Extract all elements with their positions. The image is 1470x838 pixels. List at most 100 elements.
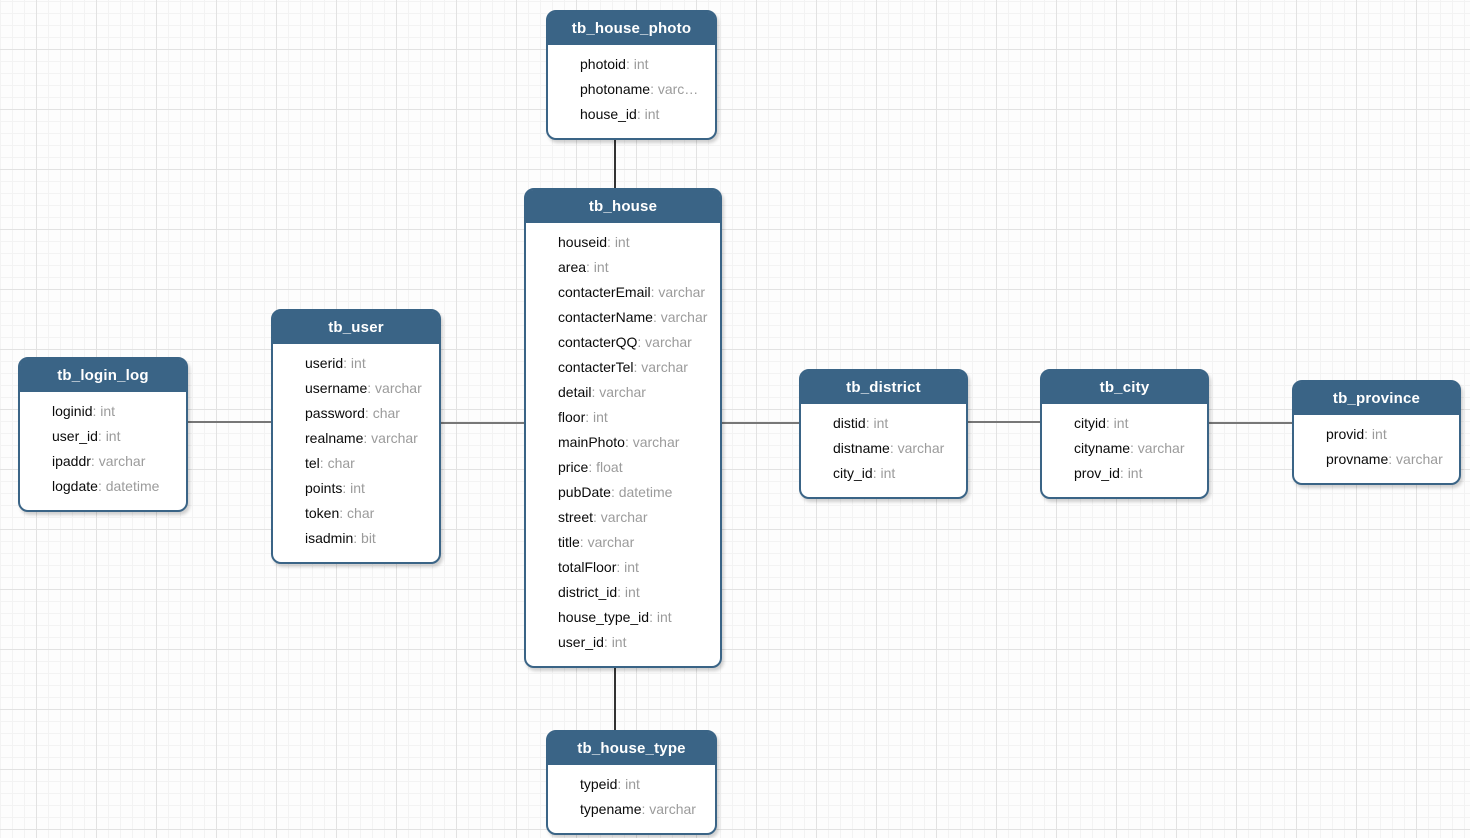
connector-house-district bbox=[722, 422, 799, 424]
table-title[interactable]: tb_house_photo bbox=[548, 12, 715, 45]
field-row[interactable]: house_type_id: int bbox=[558, 605, 714, 630]
field-row[interactable]: contacterName: varchar bbox=[558, 305, 714, 330]
table-title[interactable]: tb_login_log bbox=[20, 359, 186, 392]
field-name: cityid bbox=[1074, 415, 1106, 431]
field-type: : int bbox=[872, 465, 896, 481]
field-type: : int bbox=[1364, 426, 1387, 442]
field-row[interactable]: area: int bbox=[558, 255, 714, 280]
field-row[interactable]: contacterQQ: varchar bbox=[558, 330, 714, 355]
field-name: password bbox=[305, 405, 365, 421]
field-row[interactable]: userid: int bbox=[305, 351, 433, 376]
field-row[interactable]: username: varchar bbox=[305, 376, 433, 401]
field-row[interactable]: prov_id: int bbox=[1074, 461, 1201, 486]
field-row[interactable]: floor: int bbox=[558, 405, 714, 430]
field-name: floor bbox=[558, 409, 586, 425]
field-row[interactable]: provname: varchar bbox=[1326, 447, 1453, 472]
field-name: user_id bbox=[558, 634, 604, 650]
field-type: : int bbox=[92, 403, 116, 419]
field-row[interactable]: street: varchar bbox=[558, 505, 714, 530]
connector-district-city bbox=[968, 421, 1040, 423]
field-row[interactable]: contacterEmail: varchar bbox=[558, 280, 714, 305]
field-type: : varchar bbox=[367, 380, 422, 396]
field-row[interactable]: house_id: int bbox=[580, 102, 709, 127]
field-name: contacterEmail bbox=[558, 284, 651, 300]
field-row[interactable]: photoid: int bbox=[580, 52, 709, 77]
field-row[interactable]: user_id: int bbox=[558, 630, 714, 655]
field-row[interactable]: user_id: int bbox=[52, 424, 180, 449]
field-row[interactable]: city_id: int bbox=[833, 461, 960, 486]
field-type: : varchar bbox=[889, 440, 945, 456]
field-type: : int bbox=[617, 584, 640, 600]
table-title[interactable]: tb_house_type bbox=[548, 732, 715, 765]
field-row[interactable]: ipaddr: varchar bbox=[52, 449, 180, 474]
field-row[interactable]: totalFloor: int bbox=[558, 555, 714, 580]
field-name: points bbox=[305, 480, 343, 496]
field-type: : varchar bbox=[579, 534, 635, 550]
field-name: provname bbox=[1326, 451, 1389, 467]
field-name: pubDate bbox=[558, 484, 611, 500]
field-type: : varchar bbox=[633, 359, 688, 375]
field-name: logdate bbox=[52, 478, 98, 494]
field-name: city_id bbox=[833, 465, 873, 481]
table-title[interactable]: tb_district bbox=[801, 371, 966, 404]
field-name: user_id bbox=[52, 428, 98, 444]
field-type: : int bbox=[649, 609, 672, 625]
field-row[interactable]: token: char bbox=[305, 501, 433, 526]
field-name: provid bbox=[1326, 426, 1365, 442]
field-name: username bbox=[305, 380, 368, 396]
field-row[interactable]: distname: varchar bbox=[833, 436, 960, 461]
field-type: : varchar bbox=[90, 453, 146, 469]
field-type: : int bbox=[342, 480, 365, 496]
field-name: contacterQQ bbox=[558, 334, 638, 350]
field-name: distid bbox=[833, 415, 866, 431]
table-title[interactable]: tb_city bbox=[1042, 371, 1207, 404]
field-row[interactable]: logdate: datetime bbox=[52, 474, 180, 499]
field-type: : char bbox=[364, 405, 400, 421]
field-row[interactable]: houseid: int bbox=[558, 230, 714, 255]
field-type: : float bbox=[588, 459, 623, 475]
field-row[interactable]: provid: int bbox=[1326, 422, 1453, 447]
field-row[interactable]: typename: varchar bbox=[580, 797, 709, 822]
field-row[interactable]: district_id: int bbox=[558, 580, 714, 605]
table-title[interactable]: tb_province bbox=[1294, 382, 1459, 415]
field-row[interactable]: isadmin: bit bbox=[305, 526, 433, 551]
table-title[interactable]: tb_house bbox=[526, 190, 720, 223]
table-title[interactable]: tb_user bbox=[273, 311, 439, 344]
field-type: : char bbox=[319, 455, 355, 471]
field-row[interactable]: photoname: varc… bbox=[580, 77, 709, 102]
field-row[interactable]: pubDate: datetime bbox=[558, 480, 714, 505]
field-type: : varchar bbox=[593, 509, 648, 525]
field-row[interactable]: loginid: int bbox=[52, 399, 180, 424]
field-row[interactable]: points: int bbox=[305, 476, 433, 501]
field-row[interactable]: mainPhoto: varchar bbox=[558, 430, 714, 455]
field-name: tel bbox=[305, 455, 320, 471]
field-row[interactable]: price: float bbox=[558, 455, 714, 480]
field-row[interactable]: distid: int bbox=[833, 411, 960, 436]
field-row[interactable]: detail: varchar bbox=[558, 380, 714, 405]
field-row[interactable]: cityid: int bbox=[1074, 411, 1201, 436]
field-row[interactable]: realname: varchar bbox=[305, 426, 433, 451]
field-name: userid bbox=[305, 355, 344, 371]
field-row[interactable]: password: char bbox=[305, 401, 433, 426]
field-type: : varc… bbox=[650, 81, 699, 97]
field-row[interactable]: typeid: int bbox=[580, 772, 709, 797]
field-row[interactable]: contacterTel: varchar bbox=[558, 355, 714, 380]
field-type: : int bbox=[586, 259, 609, 275]
field-row[interactable]: tel: char bbox=[305, 451, 433, 476]
field-row[interactable]: cityname: varchar bbox=[1074, 436, 1201, 461]
field-row[interactable]: title: varchar bbox=[558, 530, 714, 555]
field-name: contacterName bbox=[558, 309, 653, 325]
field-type: : char bbox=[339, 505, 375, 521]
field-name: photoname bbox=[580, 81, 651, 97]
